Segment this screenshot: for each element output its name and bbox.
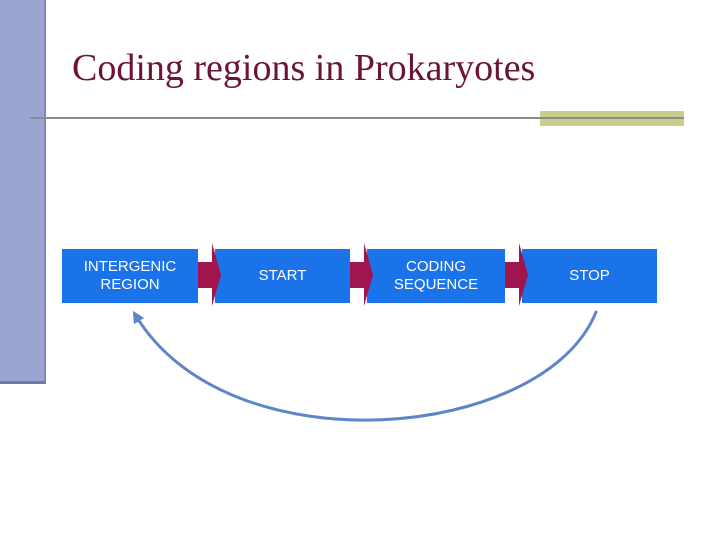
coding-sequence-box: CODING SEQUENCE bbox=[367, 249, 505, 303]
connector-arrow-2 bbox=[350, 243, 373, 306]
title-divider bbox=[30, 117, 540, 119]
connector-arrow-3 bbox=[505, 243, 528, 306]
start-box: START bbox=[215, 249, 350, 303]
loop-back-arrow bbox=[132, 310, 598, 422]
connector-arrow-1 bbox=[198, 243, 221, 306]
left-sidebar-bar bbox=[0, 0, 46, 384]
stop-box: STOP bbox=[522, 249, 657, 303]
intergenic-region-box: INTERGENIC REGION bbox=[62, 249, 198, 303]
title-divider-accent-line bbox=[540, 117, 684, 119]
slide-title: Coding regions in Prokaryotes bbox=[72, 47, 536, 89]
